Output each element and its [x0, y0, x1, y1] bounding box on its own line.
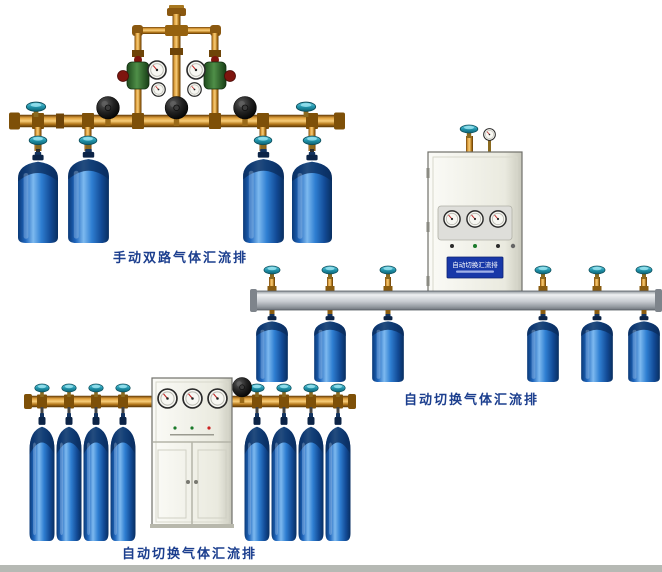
teal-valve-knob — [34, 383, 50, 397]
pressure-gauge — [466, 210, 484, 228]
cylinder-drop-pipes — [28, 127, 322, 157]
gas-cylinder — [271, 413, 297, 541]
name-plate-text: 自动切换汇流排 — [452, 260, 498, 269]
pressure-gauge — [207, 388, 228, 409]
pressure-gauge — [443, 210, 461, 228]
pressure-gauge — [147, 60, 167, 80]
gas-cylinder — [628, 314, 660, 382]
gas-cylinder — [83, 413, 109, 541]
name-plate — [446, 256, 504, 279]
indicator-light — [190, 426, 194, 430]
pressure-regulator-left — [117, 56, 167, 97]
pressure-gauge — [151, 82, 166, 97]
pressure-regulator-right — [186, 56, 236, 97]
manifold-pipe — [9, 112, 345, 130]
bar-riser-fittings — [263, 265, 653, 293]
gas-cylinder — [292, 152, 332, 243]
teal-valve-knob — [249, 383, 265, 397]
teal-valve-knob — [635, 265, 653, 279]
pressure-gauge — [483, 128, 496, 141]
gas-cylinder — [68, 149, 109, 243]
teal-valve-knob — [78, 135, 98, 150]
teal-valve-knob — [276, 383, 292, 397]
gas-cylinder — [325, 413, 351, 541]
teal-valve-knob — [253, 135, 273, 150]
indicator-light — [473, 244, 477, 248]
teal-valve-knob — [303, 383, 319, 397]
teal-valve-knob — [459, 124, 479, 138]
indicator-light — [450, 244, 454, 248]
teal-valve-knob — [534, 265, 552, 279]
control-cabinet: 自动切换汇流排 — [426, 151, 523, 300]
gas-cylinder — [244, 413, 270, 541]
gas-cylinder — [581, 314, 613, 382]
auto-switch-floor-figure — [24, 377, 356, 541]
teal-valve-knob — [321, 265, 339, 279]
gas-cylinder — [29, 413, 55, 541]
gas-cylinder — [372, 314, 404, 382]
manifold-pipe — [24, 394, 356, 409]
aluminum-manifold-bar — [250, 289, 662, 312]
caption-manual-dual: 手动双路气体汇流排 — [113, 250, 249, 265]
caption-auto-switch-wall: 自动切换气体汇流排 — [404, 392, 540, 407]
door-handle — [194, 480, 198, 484]
teal-valve-knob — [263, 265, 281, 279]
pressure-gauge — [186, 60, 206, 80]
teal-valve-knob — [379, 265, 397, 279]
teal-valve-knob — [88, 383, 104, 397]
teal-valve-knob — [115, 383, 131, 397]
teal-valve-knob — [28, 135, 48, 150]
gas-cylinder — [256, 314, 288, 382]
indicator-light — [173, 426, 177, 430]
regulator-knob — [224, 70, 236, 82]
page-bottom-strip — [0, 565, 662, 572]
pressure-gauge — [157, 388, 178, 409]
caption-auto-switch-floor: 自动切换气体汇流排 — [122, 546, 258, 561]
gas-cylinder — [243, 149, 284, 243]
gas-cylinder — [298, 413, 324, 541]
pressure-gauge — [182, 388, 203, 409]
pressure-gauge — [187, 82, 202, 97]
pressure-gauge — [489, 210, 507, 228]
gas-cylinder — [527, 314, 559, 382]
door-handle — [186, 480, 190, 484]
teal-valve-knob — [302, 135, 322, 150]
gas-cylinder — [18, 152, 58, 243]
regulator-knob — [117, 70, 129, 82]
cylinder-drop-pipes — [40, 407, 340, 416]
manual-dual-manifold-figure — [9, 5, 345, 243]
teal-valve-knob — [330, 383, 346, 397]
teal-valve-knob — [588, 265, 606, 279]
indicator-light — [207, 426, 211, 430]
gas-cylinder — [110, 413, 136, 541]
gas-cylinder — [314, 314, 346, 382]
teal-valve-knob — [61, 383, 77, 397]
indicator-light — [496, 244, 500, 248]
door-lock — [510, 243, 516, 249]
control-cabinet — [150, 377, 234, 528]
gas-cylinder — [56, 413, 82, 541]
auto-switch-wall-figure: 自动切换汇流排 — [250, 124, 662, 382]
